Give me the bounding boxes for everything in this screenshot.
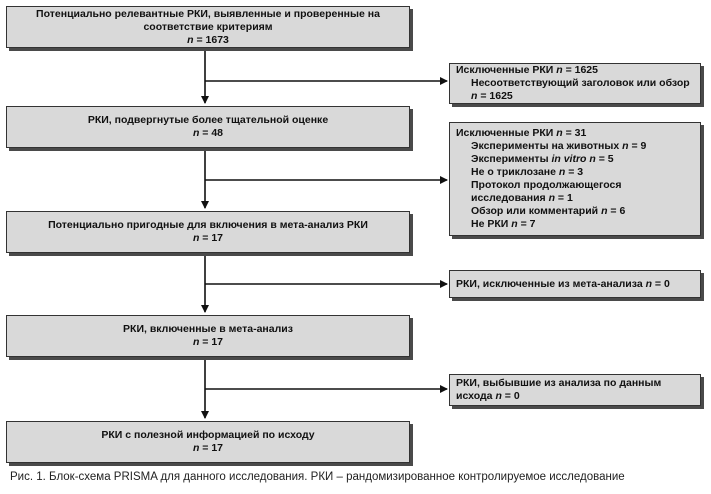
main-box-count: n = 17: [192, 232, 224, 244]
main-box-assessed: РКИ, подвергнутые более тщательной оценк…: [6, 106, 410, 148]
main-box-identified: Потенциально релевантные РКИ, выявленные…: [6, 6, 410, 48]
main-box-count: n = 17: [192, 442, 224, 454]
main-box-text: РКИ, включенные в мета-анализ: [123, 323, 293, 335]
side-box-item: Эксперименты на животных n = 9: [471, 140, 647, 152]
main-box-eligible: Потенциально пригодные для включения в м…: [6, 211, 410, 253]
main-box-included: РКИ, включенные в мета-анализ n = 17: [6, 315, 410, 357]
figure-caption: Рис. 1. Блок-схема PRISMA для данного ис…: [10, 471, 625, 483]
main-box-text: РКИ, подвергнутые более тщательной оценк…: [87, 114, 329, 126]
side-box-heading: Исключенные РКИ n = 1625: [456, 64, 598, 76]
side-box-heading: РКИ, исключенные из мета-анализа n = 0: [456, 277, 670, 290]
side-box-item: Обзор или комментарий n = 6: [471, 205, 626, 217]
side-box-dropped-out: РКИ, выбывшие из анализа по данным исход…: [449, 374, 701, 406]
main-box-text: Потенциально релевантные РКИ, выявленные…: [36, 7, 380, 33]
main-box-count: n = 1673: [187, 33, 229, 46]
side-box-excluded-title: Исключенные РКИ n = 1625 Несоответствующ…: [449, 63, 701, 104]
side-box-item: Протокол продолжающегося исследования n …: [471, 179, 622, 204]
side-box-item: Не о триклозане n = 3: [471, 166, 584, 178]
main-box-count: n = 17: [192, 336, 224, 348]
side-box-item: Несоответствующий заголовок или обзор: [471, 77, 690, 89]
side-box-item-count: n = 1625: [471, 90, 513, 102]
side-box-item: Не РКИ n = 7: [471, 218, 536, 230]
side-box-item: Эксперименты in vitro n = 5: [471, 153, 614, 165]
side-box-excluded-meta: РКИ, исключенные из мета-анализа n = 0: [449, 270, 701, 298]
main-box-outcome: РКИ с полезной информацией по исходу n =…: [6, 421, 410, 463]
main-box-count: n = 48: [192, 127, 224, 139]
main-box-text: Потенциально пригодные для включения в м…: [48, 219, 368, 231]
main-box-text: РКИ с полезной информацией по исходу: [101, 429, 315, 441]
side-box-excluded-reasons: Исключенные РКИ n = 31 Эксперименты на ж…: [449, 122, 701, 236]
side-box-heading: Исключенные РКИ n = 31: [456, 127, 587, 139]
side-box-heading: РКИ, выбывшие из анализа по данным исход…: [456, 377, 662, 402]
